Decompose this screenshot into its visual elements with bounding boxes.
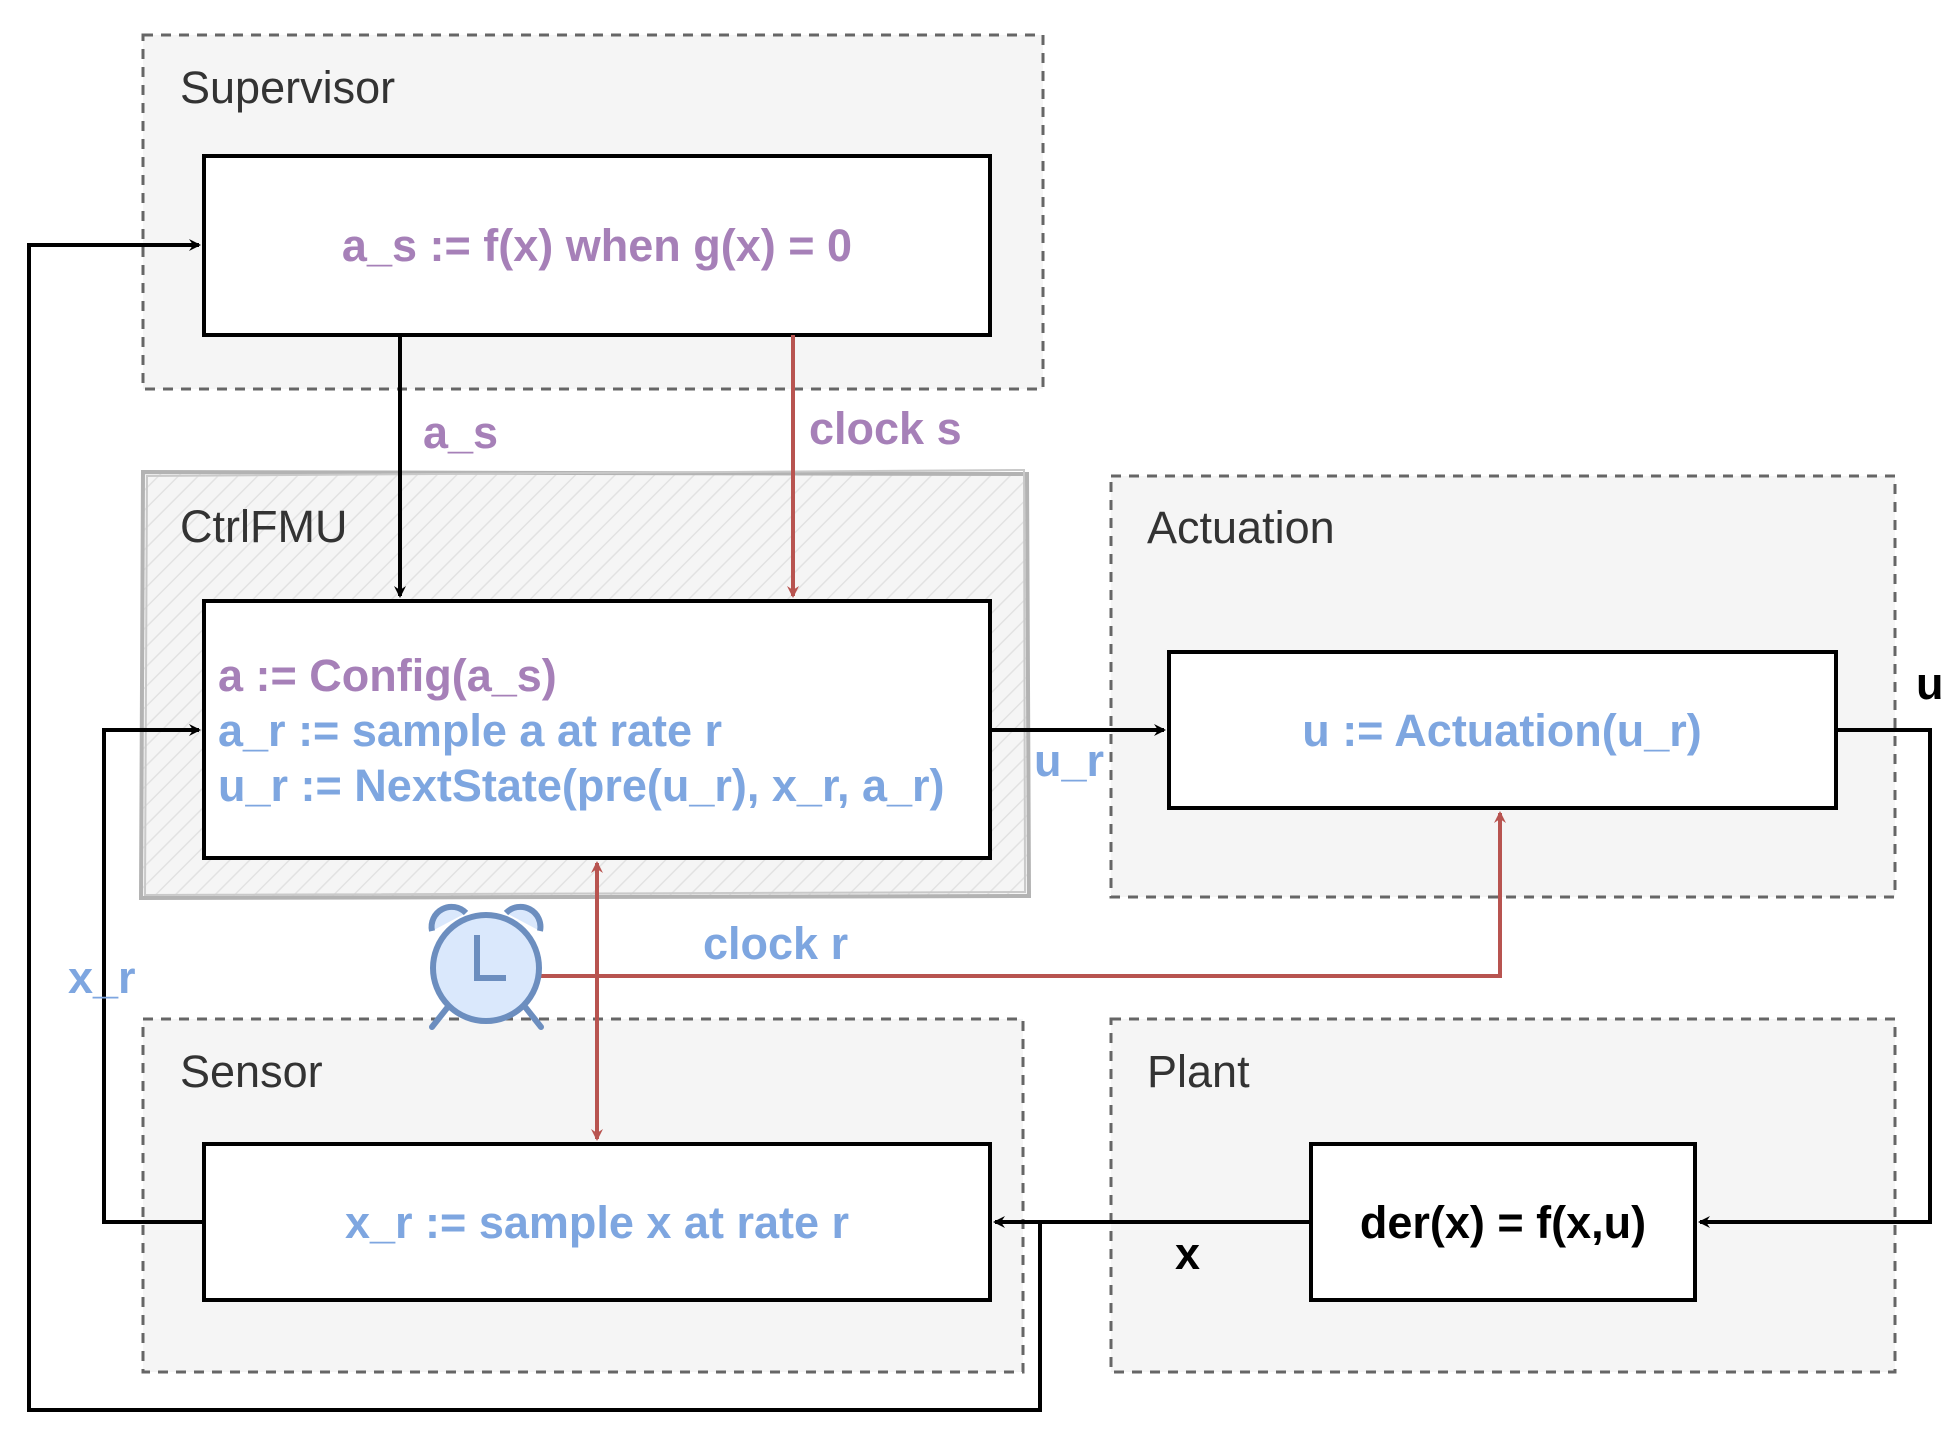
plant-equation: der(x) = f(x,u) [1360, 1197, 1646, 1248]
edge-u [1698, 728, 1932, 1228]
edge-clock_r-to-actuation [538, 811, 1506, 978]
label-x: x [1175, 1228, 1200, 1279]
sensor-box: x_r := sample x at rate r [202, 1142, 992, 1302]
label-u_r: u_r [1034, 735, 1104, 786]
ctrlfmu-title: CtrlFMU [180, 501, 347, 552]
alarm-clock-icon [428, 903, 544, 1030]
edge-x-to-supervisor [27, 239, 1042, 1412]
label-x_r: x_r [68, 952, 136, 1003]
actuation-equation: u := Actuation(u_r) [1302, 705, 1702, 756]
plant-box: der(x) = f(x,u) [1309, 1142, 1697, 1302]
sensor-title: Sensor [180, 1046, 323, 1097]
label-clock_s: clock s [809, 403, 962, 454]
plant-title: Plant [1147, 1046, 1250, 1097]
label-a_s: a_s [423, 407, 498, 458]
ctrlfmu-sample-line: a_r := sample a at rate r [218, 705, 722, 756]
supervisor-title: Supervisor [180, 62, 395, 113]
ctrlfmu-box: a := Config(a_s) a_r := sample a at rate… [202, 599, 992, 860]
label-clock_r: clock r [703, 918, 848, 969]
supervisor-box: a_s := f(x) when g(x) = 0 [202, 154, 992, 337]
actuation-title: Actuation [1147, 502, 1335, 553]
ctrlfmu-nextstate-line: u_r := NextState(pre(u_r), x_r, a_r) [218, 760, 945, 811]
label-u: u [1916, 658, 1944, 709]
actuation-box: u := Actuation(u_r) [1167, 650, 1838, 810]
ctrlfmu-config-line: a := Config(a_s) [218, 650, 557, 701]
edge-x_r [102, 724, 204, 1224]
sensor-equation: x_r := sample x at rate r [345, 1197, 849, 1248]
supervisor-equation: a_s := f(x) when g(x) = 0 [342, 220, 852, 271]
